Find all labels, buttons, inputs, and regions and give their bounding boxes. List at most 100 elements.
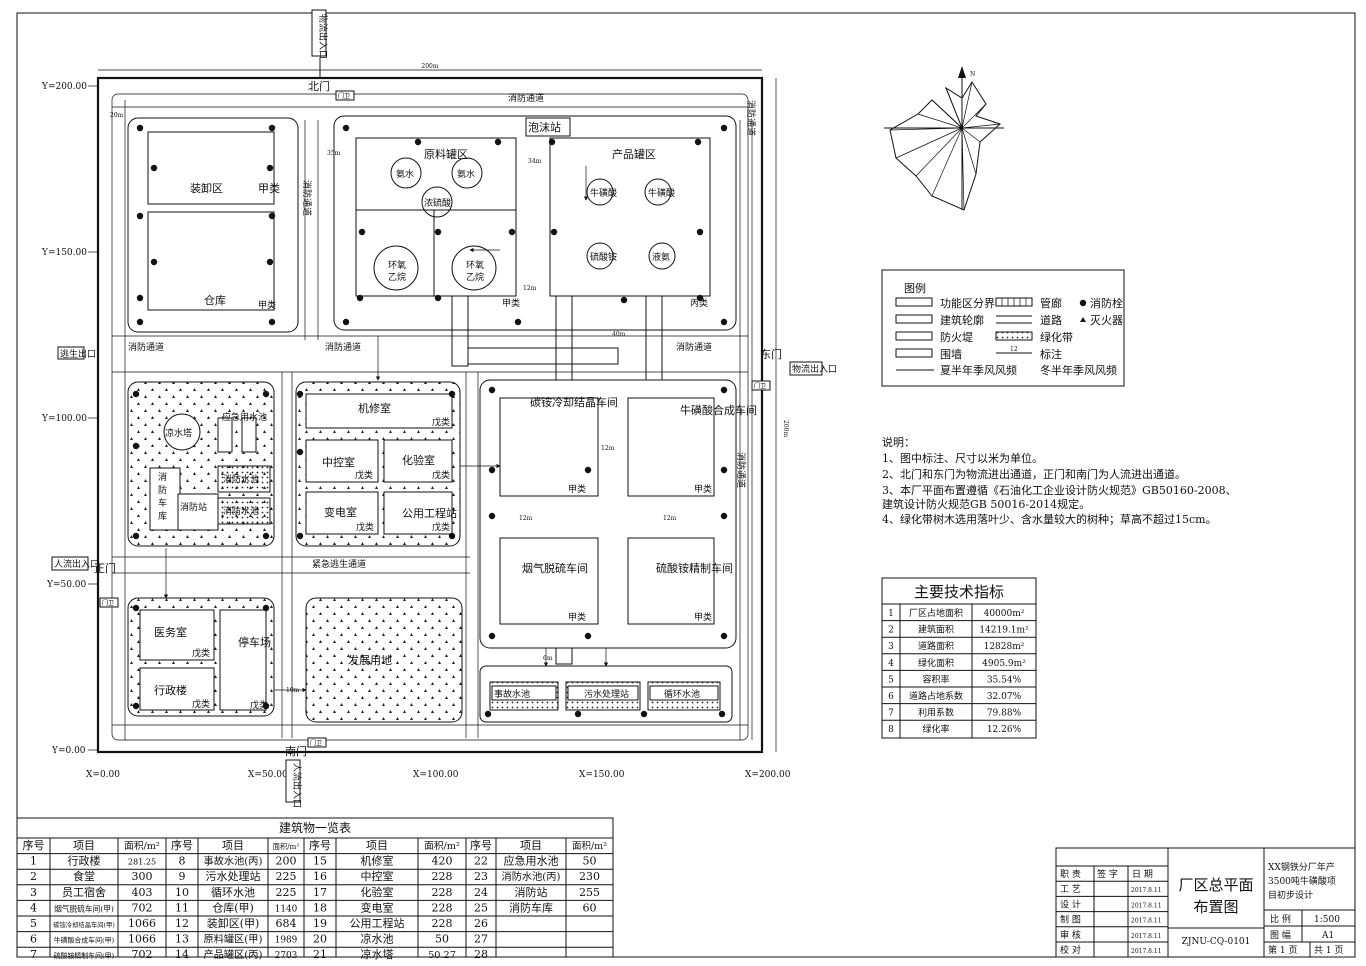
fire-hydrant-icon <box>484 710 492 718</box>
svg-text:库: 库 <box>158 510 167 522</box>
class-e-repair: 戊类 <box>432 416 450 428</box>
title-block: 日 期 签 字 厂区总平面 布置图 ZJNU-CQ-0101 XX钢铁分厂年产 … <box>1055 847 1356 958</box>
legend: 图例 功能区分界 建筑轮廓 防火堤 围墙 管廊 道路 绿化带 12 标注 消防栓… <box>881 269 1125 387</box>
indicator-cell: 利用系数 <box>918 707 954 719</box>
dim-12m-c: 12m <box>519 515 533 522</box>
tank-ammonia-1: 氨水 <box>396 168 414 180</box>
legend-dim-sample: 12 <box>1010 346 1018 353</box>
parking: 停车场 <box>238 635 271 649</box>
logistics-entrance-north: 物流出入口 <box>317 14 329 59</box>
legend-hydrant: 消防栓 <box>1090 296 1123 310</box>
svg-text:乙烷: 乙烷 <box>466 271 484 283</box>
gate-east: 东门 <box>760 347 782 361</box>
tb-date-value: 2017.8.11 <box>1131 902 1162 909</box>
dim-6m: 6m <box>543 655 553 662</box>
fire-hydrant-icon <box>434 228 442 236</box>
building-table-cell: 228 <box>432 917 453 930</box>
note-2: 2、北门和东门为物流进出通道，正门和南门为人流进出通道。 <box>882 467 1186 481</box>
class-e-utility: 戊类 <box>432 521 450 533</box>
building-table-cell: 50 <box>435 933 449 946</box>
tb-total: 共 1 页 <box>1314 945 1343 956</box>
note-1: 1、图中标注、尺寸以米为单位。 <box>882 451 1043 465</box>
building-table-cell: 300 <box>132 870 153 883</box>
building-table-cell: 4 <box>30 901 37 914</box>
logistics-entrance-east: 物流出入口 <box>792 363 837 375</box>
indicator-cell: 12828m² <box>984 642 1025 652</box>
fire-road-east: 消防通道 <box>676 341 712 353</box>
fire-hydrant-icon <box>620 296 628 304</box>
legend-pipe-rack: 管廊 <box>1040 296 1062 310</box>
indicator-cell: 容积率 <box>922 673 949 685</box>
dim-35m: 35m <box>327 150 341 157</box>
tb-role: 设 计 <box>1060 898 1081 910</box>
x-label-0: X=0.00 <box>86 770 120 780</box>
dim-12m-a: 12m <box>523 285 537 292</box>
indicator-cell: 79.88% <box>987 709 1022 719</box>
indicator-cell: 道路占地系数 <box>909 690 963 702</box>
north-mark: N <box>970 71 975 78</box>
fire-hydrant-icon <box>574 710 582 718</box>
tb-drawing-name-2: 布置图 <box>1193 898 1238 916</box>
fire-hydrant-icon <box>434 294 442 302</box>
building-table-cell: 403 <box>132 886 153 899</box>
tank-amm-sulfate: 硫酸铵 <box>590 251 617 263</box>
building-table-cell: 机修室 <box>361 854 394 868</box>
building-table-cell: 行政楼 <box>68 854 101 868</box>
note-4: 4、绿化带树木选用落叶少、含水量较大的树种；草高不超过15cm。 <box>882 512 1217 526</box>
indicator-cell: 3 <box>888 642 894 652</box>
fire-hydrant-icon <box>494 138 502 146</box>
tb-page: 第 1 页 <box>1268 944 1297 956</box>
fire-hydrant-icon <box>548 138 556 146</box>
fire-station: 消防站 <box>180 501 207 513</box>
indicator-cell: 32.07% <box>987 692 1022 702</box>
people-entrance-south: 人流出入口 <box>291 763 303 808</box>
fire-hydrant-icon <box>720 632 728 640</box>
indicator-cell: 12.26% <box>987 725 1022 735</box>
fire-hydrant-icon <box>342 318 350 326</box>
indicator-cell: 6 <box>888 692 894 702</box>
building-table-cell: 21 <box>313 948 327 961</box>
fire-hydrant-icon <box>132 390 140 398</box>
building-table-cell: 12 <box>175 917 189 930</box>
building-table-cell: 1140 <box>275 904 298 914</box>
zone-loading-warehouse <box>127 117 299 333</box>
building-table-cell: 225 <box>276 886 297 899</box>
fire-hydrant-icon <box>262 702 270 710</box>
svg-text:车: 车 <box>158 497 167 509</box>
legend-winter-wind: 冬半年季风风频 <box>1040 363 1117 377</box>
x-label-100: X=100.00 <box>413 770 459 780</box>
building-table-cell: 22 <box>474 855 488 868</box>
product-tank-area: 产品罐区 <box>612 147 656 161</box>
fire-hydrant-icon <box>262 604 270 612</box>
notes-title: 说明： <box>882 435 915 449</box>
guard-east: 门卫 <box>754 382 766 390</box>
building-table-cell: 25 <box>474 901 488 914</box>
tb-sign-label: 签 字 <box>1097 868 1118 880</box>
building-table-cell: 13 <box>175 933 189 946</box>
building-table-header: 面积/m² <box>572 840 607 852</box>
tb-date-value: 2017.8.11 <box>1131 887 1162 894</box>
fire-hydrant-icon <box>296 448 304 456</box>
tb-role: 校 对 <box>1060 944 1081 956</box>
legend-wall: 围墙 <box>940 347 962 361</box>
building-table-cell: 228 <box>432 870 453 883</box>
legend-annotation: 标注 <box>1040 347 1062 361</box>
building-table-cell: 凉水池 <box>361 932 394 946</box>
site-plan: 200m 200m Y=200.00 Y=150.00 Y=100.00 Y=5… <box>41 9 837 808</box>
legend-summer-wind: 夏半年季风风频 <box>940 363 1017 377</box>
building-table-cell: 公用工程站 <box>350 916 405 930</box>
building-table-cell: 27 <box>474 933 488 946</box>
fire-hydrant-icon <box>718 710 726 718</box>
fire-road-west-1: 消防通道 <box>128 341 164 353</box>
fire-hydrant-icon <box>358 228 366 236</box>
fire-hydrant-icon <box>136 318 144 326</box>
class-a-warehouse: 甲类 <box>258 299 276 311</box>
class-e-clinic: 戊类 <box>192 647 210 659</box>
tank-eo-1-label: 环氧 <box>388 259 406 271</box>
indicator-cell: 绿化面积 <box>918 657 954 669</box>
dim-20m: 20m <box>110 112 124 119</box>
indicator-cell: 道路面积 <box>918 640 954 652</box>
building-table-header: 项目 <box>73 839 95 852</box>
tb-role: 职 责 <box>1060 868 1081 880</box>
